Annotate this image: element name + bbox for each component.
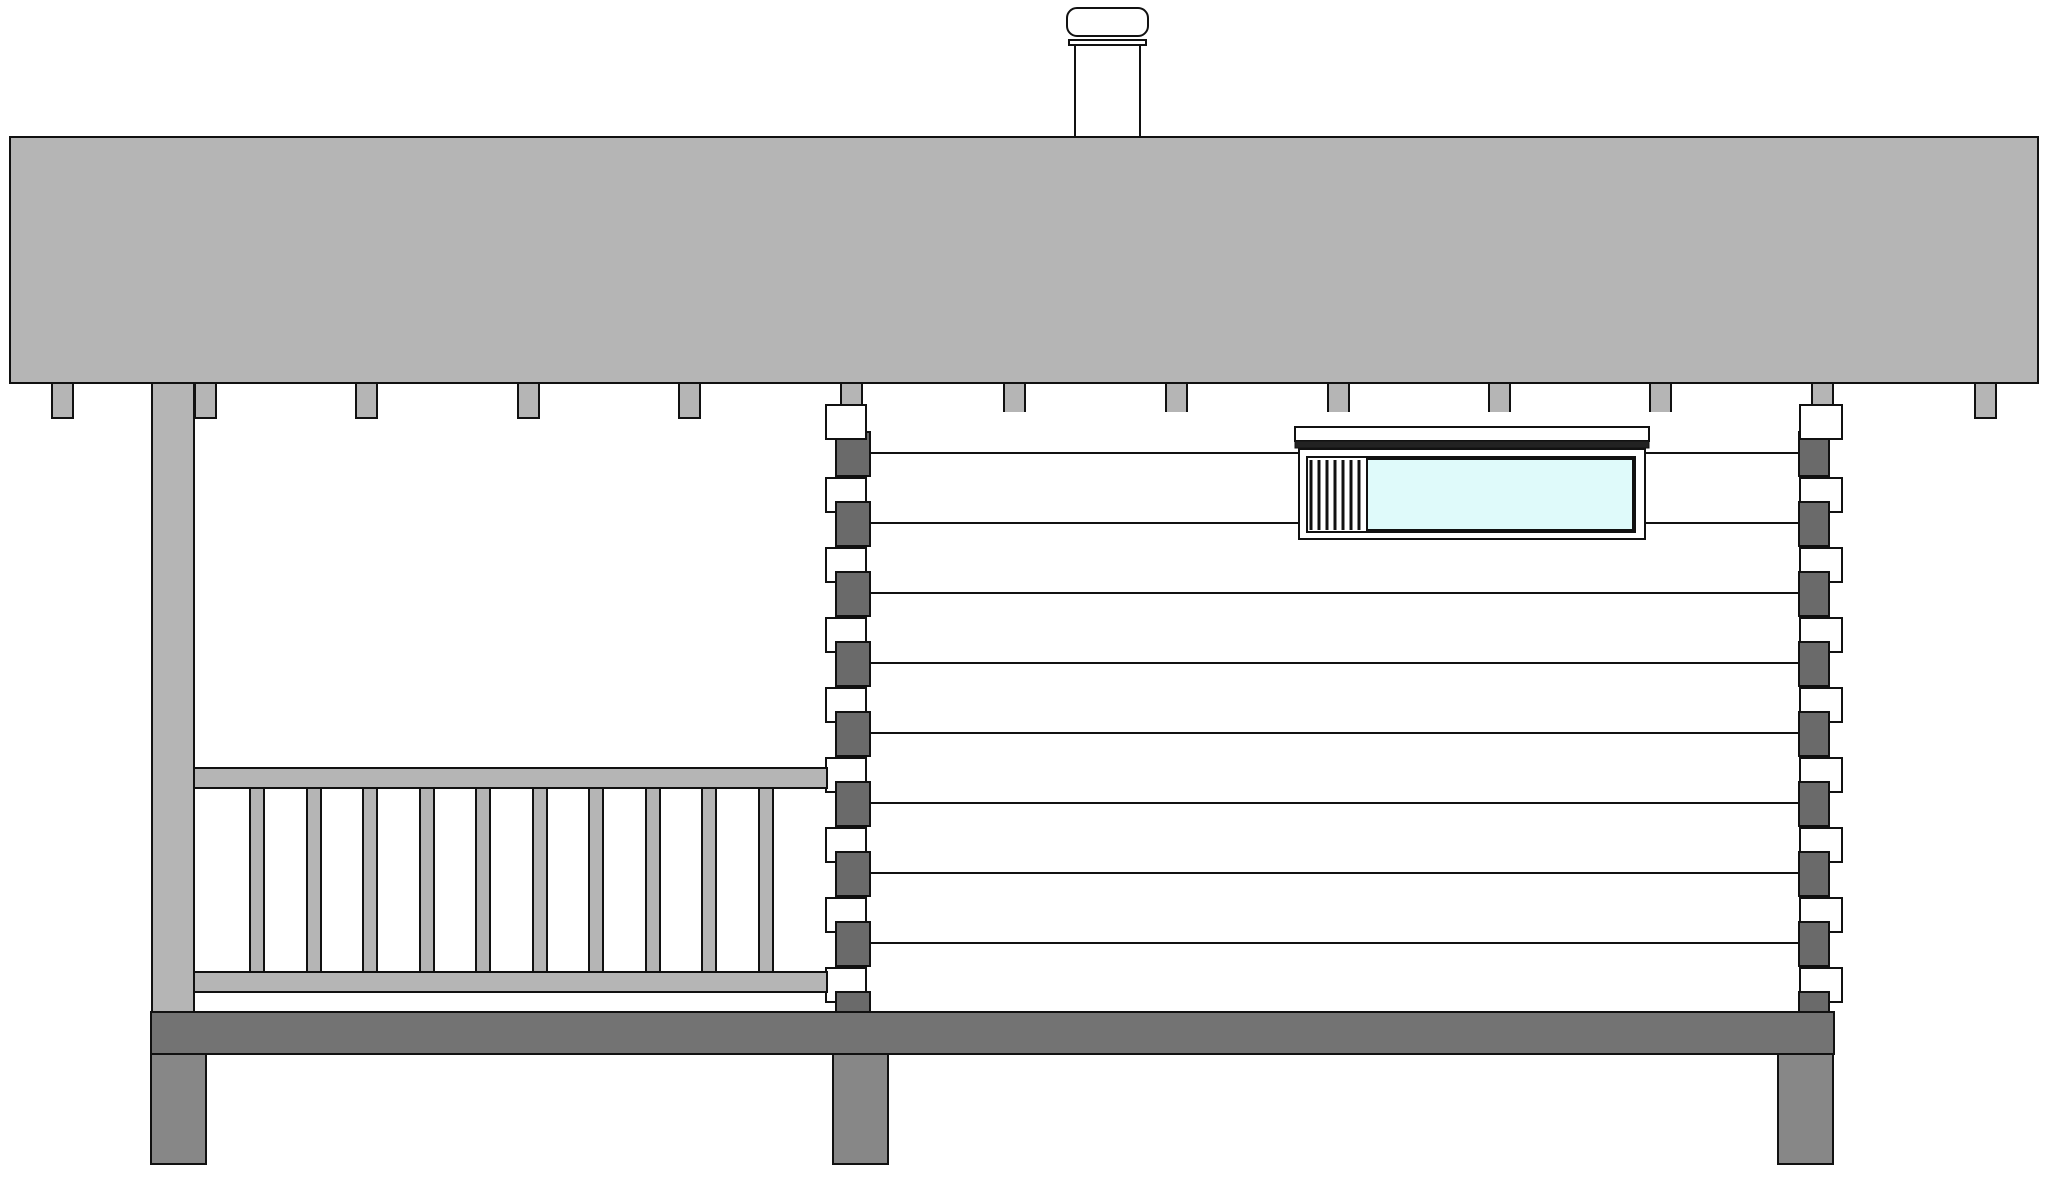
log-end-tab xyxy=(825,404,867,440)
log-corner-notch xyxy=(835,501,871,547)
chimney-collar xyxy=(1068,39,1147,46)
railing-baluster xyxy=(645,787,661,973)
chimney-cap xyxy=(1066,7,1149,37)
log-corner-notch xyxy=(1798,501,1830,547)
railing-baluster xyxy=(475,787,491,973)
railing-baluster xyxy=(419,787,435,973)
railing-baluster xyxy=(758,787,774,973)
log-corner-notch xyxy=(1798,781,1830,827)
roof xyxy=(9,136,2039,384)
railing-baluster xyxy=(701,787,717,973)
window-drip-edge xyxy=(1294,440,1650,449)
window-louver xyxy=(1309,460,1361,530)
log-end-tab xyxy=(1799,404,1843,440)
railing-baluster xyxy=(362,787,378,973)
foundation-pier xyxy=(150,1053,207,1165)
log-corner-notch xyxy=(1798,571,1830,617)
log-corner-notch xyxy=(1798,711,1830,757)
porch-railing xyxy=(193,767,828,993)
log-corner-notch xyxy=(835,711,871,757)
log-corner-notch xyxy=(835,641,871,687)
deck-beam xyxy=(150,1011,1835,1055)
window xyxy=(1294,426,1650,540)
railing-baluster xyxy=(532,787,548,973)
porch-post xyxy=(151,382,195,1014)
log-corner-notch xyxy=(835,781,871,827)
railing-bottom-rail xyxy=(193,971,828,993)
foundation-piers xyxy=(150,1053,1834,1165)
railing-baluster xyxy=(249,787,265,973)
window-glass xyxy=(1366,458,1634,531)
foundation-pier xyxy=(1777,1053,1834,1165)
chimney-pipe xyxy=(1074,41,1141,138)
log-corner-notch xyxy=(835,921,871,967)
window-head-trim xyxy=(1294,426,1650,442)
railing-baluster xyxy=(588,787,604,973)
chimney xyxy=(1066,7,1149,138)
log-corner-notch xyxy=(835,571,871,617)
log-corner-notch xyxy=(1798,921,1830,967)
log-corner-notch xyxy=(835,851,871,897)
log-corner-notch xyxy=(1798,851,1830,897)
foundation-pier xyxy=(832,1053,889,1165)
railing-baluster xyxy=(306,787,322,973)
log-corner-notch xyxy=(1798,641,1830,687)
railing-top-rail xyxy=(193,767,828,789)
